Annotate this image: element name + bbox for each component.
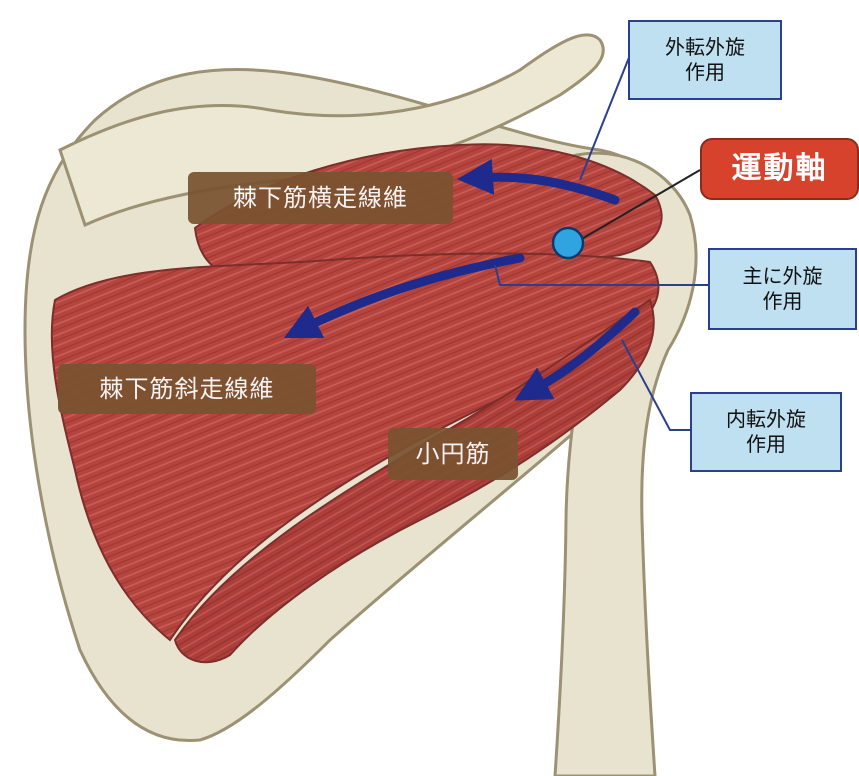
axis-label: 運動軸 [700,138,859,200]
action-main-line1: 主に外旋 [743,264,823,289]
action-main-external-rotation: 主に外旋 作用 [708,248,857,330]
label-infraspinatus-transverse: 棘下筋横走線維 [188,172,453,224]
action-abduction-external-rotation: 外転外旋 作用 [628,20,782,100]
label-teres-minor: 小円筋 [388,428,518,480]
action-abduction-line2: 作用 [685,60,725,85]
action-adduction-external-rotation: 内転外旋 作用 [690,392,842,472]
label-infraspinatus-oblique: 棘下筋斜走線維 [58,364,316,414]
action-main-line2: 作用 [763,289,803,314]
axis-dot [553,228,583,258]
action-adduction-line2: 作用 [746,432,786,457]
action-adduction-line1: 内転外旋 [726,407,806,432]
action-abduction-line1: 外転外旋 [665,35,745,60]
